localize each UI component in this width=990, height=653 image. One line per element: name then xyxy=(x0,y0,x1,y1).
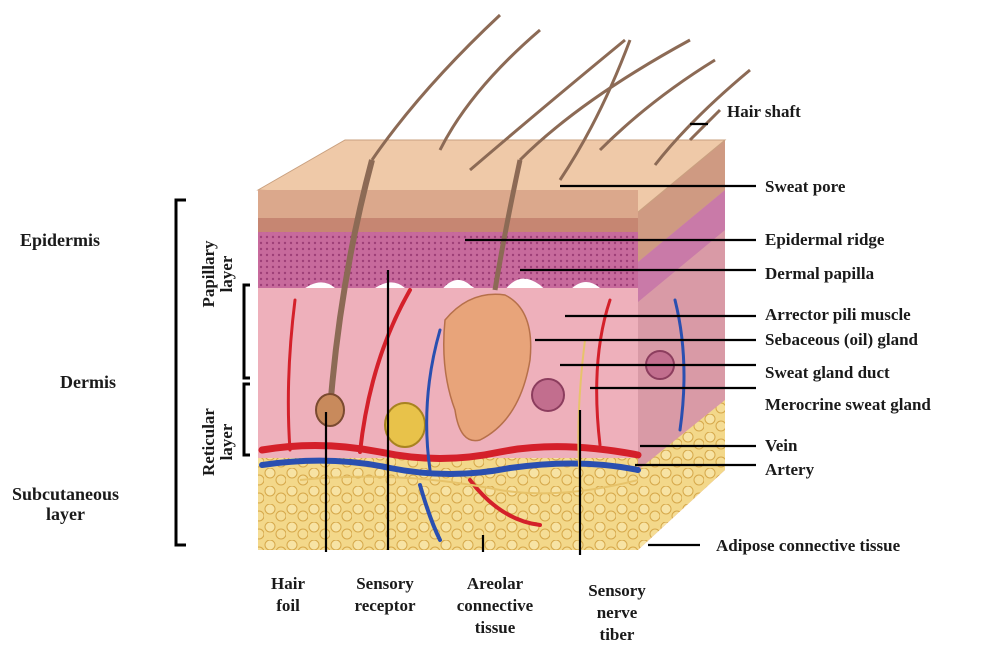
label-dermal-papilla: Dermal papilla xyxy=(765,264,874,284)
label-hair-foil-line2: foil xyxy=(258,595,318,617)
label-adipose-tissue: Adipose connective tissue xyxy=(716,536,900,556)
label-subcutaneous-line2: layer xyxy=(12,504,119,524)
label-sensory-nerve-fiber: Sensory nerve tiber xyxy=(572,580,662,646)
label-sensory-receptor-line2: receptor xyxy=(335,595,435,617)
papillary-layer xyxy=(258,232,638,296)
label-subcutaneous: Subcutaneous layer xyxy=(12,484,119,524)
label-reticular-line1: Reticular xyxy=(200,387,218,497)
label-hair-foil-line1: Hair xyxy=(258,573,318,595)
label-hair-shaft: Hair shaft xyxy=(727,102,801,122)
label-sensory-nerve-line1: Sensory xyxy=(572,580,662,602)
stratum-layer xyxy=(258,218,638,234)
label-areolar-line1: Areolar xyxy=(440,573,550,595)
label-areolar-tissue: Areolar connective tissue xyxy=(440,573,550,639)
label-sensory-receptor-line1: Sensory xyxy=(335,573,435,595)
label-artery: Artery xyxy=(765,460,814,480)
label-merocrine-sweat-gland: Merocrine sweat gland xyxy=(765,395,931,415)
label-sweat-gland-duct: Sweat gland duct xyxy=(765,363,890,383)
label-areolar-line3: tissue xyxy=(440,617,550,639)
label-reticular-layer: Reticular layer xyxy=(200,387,240,497)
label-papillary-line2: layer xyxy=(218,224,236,324)
label-reticular-line2: layer xyxy=(218,387,236,497)
label-vein: Vein xyxy=(765,436,797,456)
label-epidermis: Epidermis xyxy=(20,230,100,250)
label-sensory-nerve-line3: tiber xyxy=(572,624,662,646)
label-sweat-pore: Sweat pore xyxy=(765,177,845,197)
label-sebaceous-gland: Sebaceous (oil) gland xyxy=(765,330,918,350)
label-sensory-nerve-line2: nerve xyxy=(572,602,662,624)
label-papillary-line1: Papillary xyxy=(200,224,218,324)
label-dermis: Dermis xyxy=(60,372,116,392)
label-sensory-receptor: Sensory receptor xyxy=(335,573,435,617)
label-areolar-line2: connective xyxy=(440,595,550,617)
label-epidermal-ridge: Epidermal ridge xyxy=(765,230,884,250)
label-papillary-layer: Papillary layer xyxy=(200,224,240,324)
label-subcutaneous-line1: Subcutaneous xyxy=(12,484,119,504)
label-arrector-pili-muscle: Arrector pili muscle xyxy=(765,305,911,325)
label-hair-foil: Hair foil xyxy=(258,573,318,617)
